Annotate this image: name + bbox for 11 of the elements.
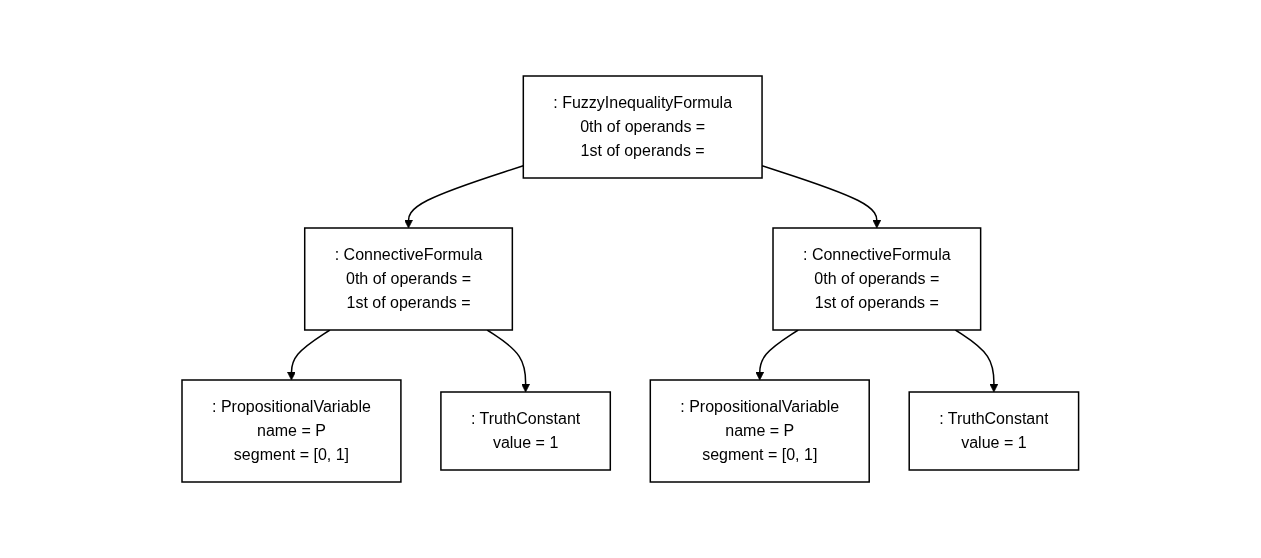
arrow [954,329,999,393]
node-box: : PropositionalVariable name = P segment = [0, 1] [181,379,402,483]
node-box: : TruthConstant value = 1 [440,391,612,471]
node-box: : FuzzyInequalityFormula 0th of operands = 1st of operands = [522,75,763,179]
node-box: : PropositionalVariable name = P segment = [0, 1] [649,379,871,483]
arrow [287,329,331,381]
arrow [486,329,531,393]
node-box: : ConnectiveFormula 0th of operands = 1st of operands = [772,227,982,331]
node-box: : ConnectiveFormula 0th of operands = 1st of operands = [304,227,514,331]
arrow [755,329,800,381]
node-box: : TruthConstant value = 1 [908,391,1080,471]
